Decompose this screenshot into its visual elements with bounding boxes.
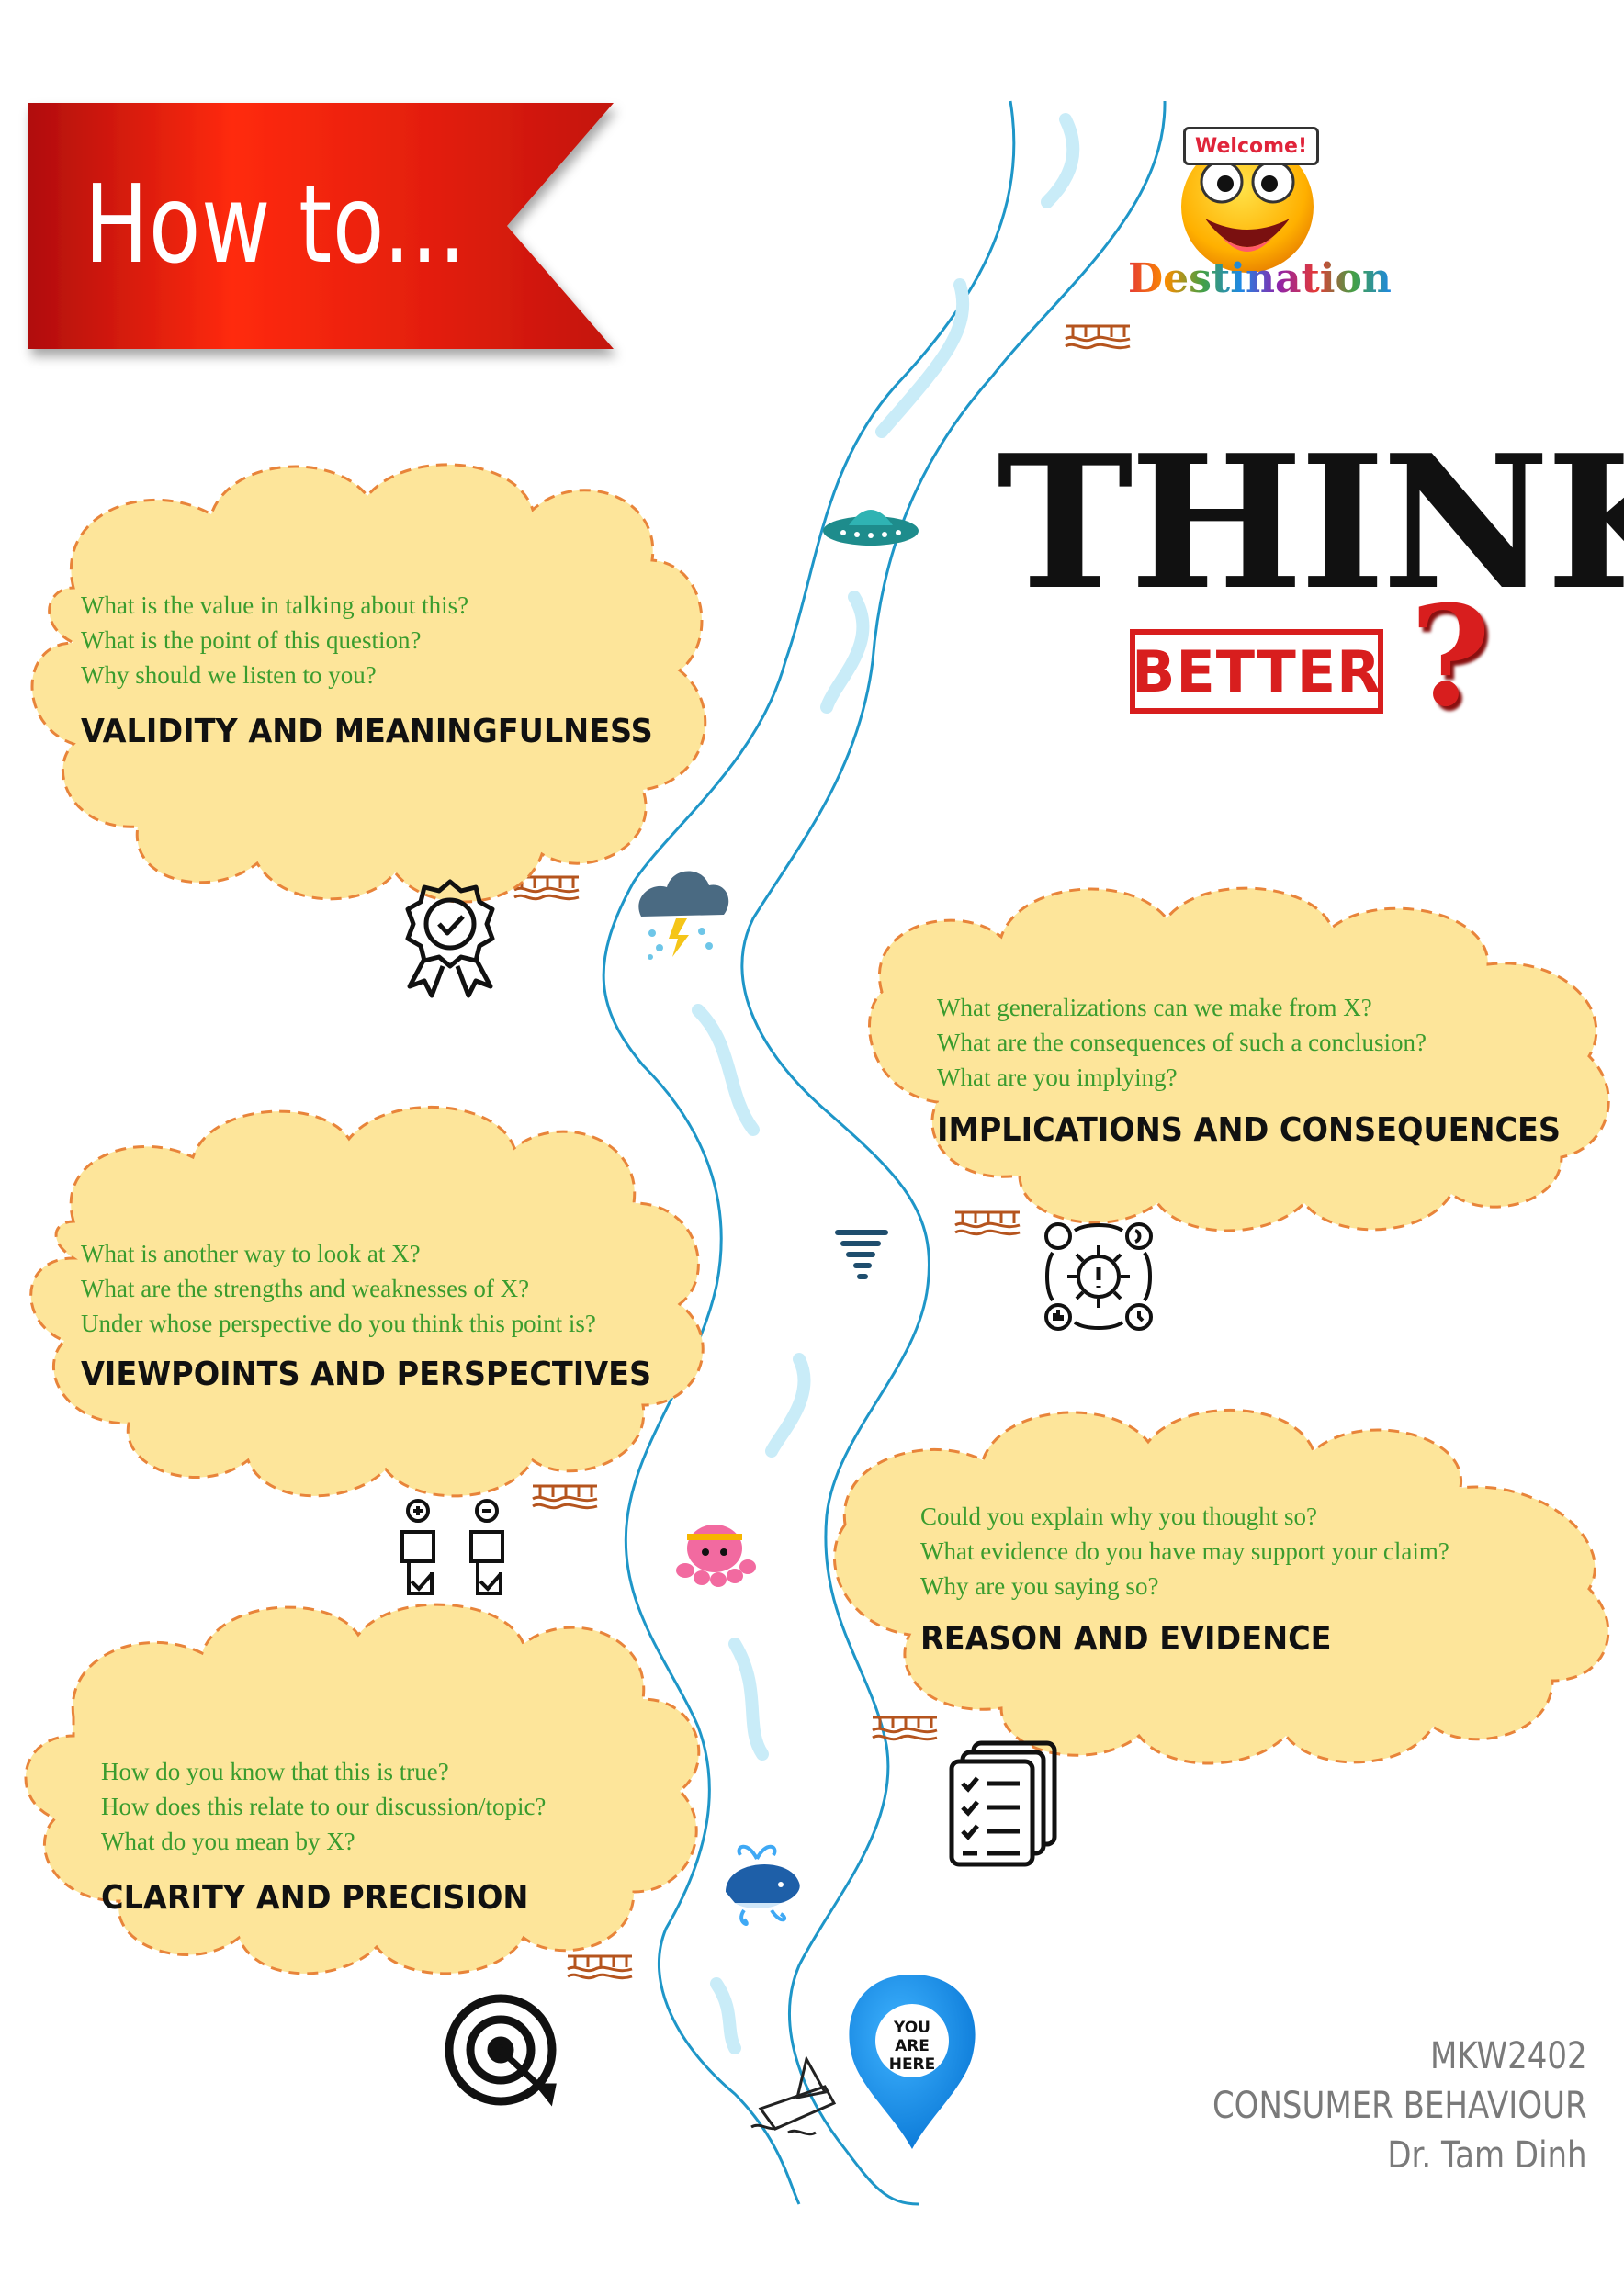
cloud-reason: [832, 1409, 1610, 1765]
award-badge-check-icon: [405, 879, 495, 998]
destination-label: Destination: [1128, 255, 1392, 302]
ufo-icon: [823, 510, 919, 546]
question-line: Could you explain why you thought so?: [920, 1503, 1317, 1530]
course-footer: MKW2402 CONSUMER BEHAVIOUR Dr. Tam Dinh: [1212, 2032, 1587, 2180]
viewpoints-heading: VIEWPOINTS AND PERSPECTIVES: [81, 1356, 652, 1393]
question-line: What are the strengths and weaknesses of…: [81, 1275, 530, 1302]
think-heading: THINK: [997, 415, 1624, 631]
question-line: What evidence do you have may support yo…: [920, 1537, 1449, 1565]
pin-word: ARE: [895, 2037, 930, 2055]
implications-questions: What generalizations can we make from X?…: [937, 990, 1427, 1095]
question-line: What are you implying?: [937, 1064, 1178, 1091]
question-line: How does this relate to our discussion/t…: [101, 1793, 547, 1820]
question-line: Why should we listen to you?: [81, 661, 377, 689]
river-ripples: [692, 113, 1080, 2054]
river: [602, 100, 1167, 2206]
validity-heading: VALIDITY AND MEANINGFULNESS: [81, 713, 653, 750]
banner-title: How to...: [85, 161, 467, 287]
question-line: What is the point of this question?: [81, 626, 422, 654]
question-line: What is another way to look at X?: [81, 1240, 421, 1267]
cloud-validity: [30, 463, 707, 904]
author-name: Dr. Tam Dinh: [1387, 2134, 1587, 2177]
whale-icon: [726, 1844, 800, 1926]
tornado-icon: [835, 1230, 888, 1279]
welcome-sign: Welcome!: [1183, 127, 1319, 165]
gear-process-icon: [1044, 1222, 1153, 1331]
question-line: What generalizations can we make from X?: [937, 994, 1372, 1021]
pin-word: YOU: [894, 2019, 930, 2037]
target-bullseye-icon: [445, 1994, 557, 2107]
cloud-viewpoints: [29, 1106, 705, 1498]
reason-questions: Could you explain why you thought so? Wh…: [920, 1499, 1449, 1604]
pros-cons-icon: [400, 1499, 504, 1595]
you-are-here-label: YOU ARE HERE: [880, 2019, 944, 2074]
better-stamp: BETTER: [1130, 629, 1383, 714]
you-are-here-pin-icon: [849, 1975, 976, 2149]
course-name: CONSUMER BEHAVIOUR: [1212, 2085, 1587, 2127]
question-line: Under whose perspective do you think thi…: [81, 1310, 596, 1337]
title-banner: [28, 103, 614, 349]
better-label: BETTER: [1132, 637, 1382, 705]
question-line: What do you mean by X?: [101, 1828, 355, 1855]
question-line: What is the value in talking about this?: [81, 591, 469, 619]
cloud-implications: [868, 886, 1610, 1232]
question-line: How do you know that this is true?: [101, 1758, 449, 1785]
clarity-questions: How do you know that this is true? How d…: [101, 1754, 546, 1859]
question-line: What are the consequences of such a conc…: [937, 1029, 1427, 1056]
storm-cloud-icon: [638, 871, 729, 960]
boat-icon: [750, 2054, 837, 2136]
viewpoints-questions: What is another way to look at X? What a…: [81, 1236, 596, 1341]
course-code: MKW2402: [1430, 2035, 1587, 2077]
implications-heading: IMPLICATIONS AND CONSEQUENCES: [937, 1111, 1562, 1149]
reason-heading: REASON AND EVIDENCE: [920, 1620, 1332, 1658]
octopus-icon: [676, 1525, 756, 1587]
validity-questions: What is the value in talking about this?…: [81, 588, 468, 692]
bridge-icons: [513, 324, 1131, 1980]
cloud-clarity: [24, 1603, 701, 1975]
clarity-heading: CLARITY AND PRECISION: [101, 1879, 529, 1917]
checklist-documents-icon: [949, 1740, 1057, 1867]
question-mark: ?: [1410, 576, 1491, 737]
pin-word: HERE: [888, 2055, 936, 2074]
question-line: Why are you saying so?: [920, 1572, 1159, 1600]
welcome-emoji-icon: [1181, 141, 1314, 273]
